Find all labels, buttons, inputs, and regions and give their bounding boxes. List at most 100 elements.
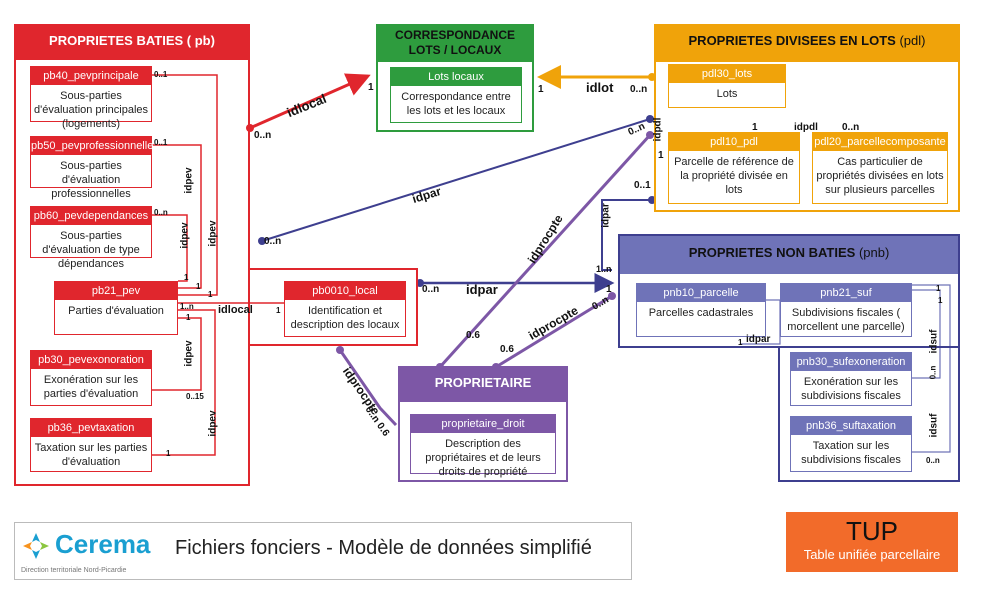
table-name: pnb10_parcelle xyxy=(637,284,765,302)
cardinality: 0..n xyxy=(254,130,272,141)
table-name: pb0010_local xyxy=(285,282,405,300)
cardinality: 0..n xyxy=(264,236,282,247)
table-pnb30[interactable]: pnb30_sufexoneration Exonération sur les… xyxy=(790,352,912,406)
cardinality: 1 xyxy=(538,84,544,95)
table-desc: Subdivisions fiscales ( morcellent une p… xyxy=(787,307,905,333)
table-pdl20[interactable]: pdl20_parcellecomposante Cas particulier… xyxy=(812,132,948,204)
cardinality: 1..n xyxy=(180,302,194,311)
label-idpdl-vertical: idpdl xyxy=(652,117,664,142)
tup-subtitle: Table unifiée parcellaire xyxy=(803,547,941,562)
table-pnb21[interactable]: pnb21_suf Subdivisions fiscales ( morcel… xyxy=(780,283,912,337)
cardinality: 1 xyxy=(166,449,171,458)
table-pb36[interactable]: pb36_pevtaxation Taxation sur les partie… xyxy=(30,418,152,472)
table-name: pb30_pevexonoration xyxy=(31,351,151,369)
group-pnb-title-light: (pnb) xyxy=(858,245,890,260)
table-pdl30[interactable]: pdl30_lots Lots xyxy=(668,64,786,108)
group-pdl-title-bold: PROPRIETES DIVISEES EN LOTS xyxy=(688,33,896,48)
label-idsuf-2: idsuf xyxy=(928,413,940,438)
cardinality: 0..1 xyxy=(634,180,651,191)
label-idpdl: idpdl xyxy=(794,122,818,133)
table-desc: Taxation sur les subdivisions fiscales xyxy=(801,440,901,466)
cardinality: 1 xyxy=(738,338,743,347)
group-pnb-header xyxy=(620,236,958,274)
label-idpev-3: idpev xyxy=(179,222,191,249)
cerema-logo-icon xyxy=(23,533,49,559)
table-name: proprietaire_droit xyxy=(411,415,555,433)
table-desc: Parcelles cadastrales xyxy=(648,307,754,319)
table-pb21[interactable]: pb21_pev Parties d'évaluation xyxy=(54,281,178,335)
cerema-logo xyxy=(21,531,51,561)
table-name: pb36_pevtaxation xyxy=(31,419,151,437)
table-pdl10[interactable]: pdl10_pdl Parcelle de référence de la pr… xyxy=(668,132,800,204)
table-name: pnb21_suf xyxy=(781,284,911,302)
cardinality: 1 xyxy=(606,284,612,295)
cardinality: 0.6 xyxy=(500,344,514,355)
group-corr-title-line1: CORRESPONDANCE xyxy=(394,28,515,42)
cardinality: 0..n xyxy=(928,365,938,380)
table-pb0010[interactable]: pb0010_local Identification et descripti… xyxy=(284,281,406,337)
label-idpev-5: idpev xyxy=(207,410,219,437)
table-name: pb40_pevprincipale xyxy=(31,67,151,85)
cardinality: 1 xyxy=(938,296,943,305)
table-desc: Parties d'évaluation xyxy=(68,305,164,317)
cardinality: 1 xyxy=(208,290,213,299)
tup-badge: TUP Table unifiée parcellaire xyxy=(786,512,958,572)
cardinality: 0..15 xyxy=(186,392,204,401)
table-desc: Sous-parties d'évaluation principales (l… xyxy=(34,90,149,130)
cardinality: 1 xyxy=(752,122,758,133)
cardinality: 0..1 xyxy=(154,138,168,147)
group-proprietes-non-baties xyxy=(618,234,960,348)
table-desc: Description des propriétaires et de leur… xyxy=(425,438,541,478)
table-desc: Taxation sur les parties d'évaluation xyxy=(34,442,148,468)
table-desc: Exonération sur les subdivisions fiscale… xyxy=(801,376,901,402)
label-idpev-2: idpev xyxy=(207,220,219,247)
table-pb50[interactable]: pb50_pevprofessionnelle Sous-parties d'é… xyxy=(30,136,153,200)
brand-name: Cerema xyxy=(55,529,151,559)
group-pb-title: PROPRIETES BATIES ( pb) xyxy=(49,33,215,48)
cardinality: 0..n xyxy=(422,284,440,295)
table-pb60[interactable]: pb60_pevdependances Sous-parties d'évalu… xyxy=(30,206,152,270)
label-idpar-horizontal: idpar xyxy=(466,282,498,297)
table-name: pdl30_lots xyxy=(669,65,785,83)
table-lots-locaux[interactable]: Lots locaux Correspondance entre les lot… xyxy=(390,67,522,123)
label-idpev-4: idpev xyxy=(183,340,195,367)
cardinality: 1 xyxy=(368,82,374,93)
footer-title-box: Cerema Direction territoriale Nord-Picar… xyxy=(14,522,632,580)
table-name: pnb30_sufexoneration xyxy=(791,353,911,371)
cardinality: 1 xyxy=(658,150,664,161)
group-pnb-extension xyxy=(778,346,960,482)
cardinality: 1..n xyxy=(596,264,612,274)
table-name: pdl10_pdl xyxy=(669,133,799,151)
group-pnb-title-bold: PROPRIETES NON BATIES xyxy=(688,245,856,260)
table-desc: Lots xyxy=(716,88,738,100)
table-name: pb21_pev xyxy=(55,282,177,300)
table-pnb10[interactable]: pnb10_parcelle Parcelles cadastrales xyxy=(636,283,766,337)
cardinality: 1 xyxy=(936,284,941,293)
tup-title: TUP xyxy=(846,516,898,546)
table-pb30[interactable]: pb30_pevexonoration Exonération sur les … xyxy=(30,350,152,406)
table-name: Lots locaux xyxy=(391,68,521,86)
group-pdl-title-light: (pdl) xyxy=(899,33,926,48)
table-pb40[interactable]: pb40_pevprincipale Sous-parties d'évalua… xyxy=(30,66,152,130)
cardinality: 1 xyxy=(186,313,191,322)
group-corr-title: CORRESPONDANCE LOTS / LOCAUX xyxy=(376,28,534,58)
table-name: pb60_pevdependances xyxy=(31,207,151,225)
table-name: pb50_pevprofessionnelle xyxy=(31,137,153,155)
label-idpar-vertical: idpar xyxy=(600,203,612,228)
table-pnb36[interactable]: pnb36_suftaxation Taxation sur les subdi… xyxy=(790,416,912,472)
cardinality: 1 xyxy=(184,273,189,282)
group-corr-title-line2: LOTS / LOCAUX xyxy=(408,43,502,57)
cardinality: 0.6 xyxy=(466,330,480,341)
cardinality: 0..1 xyxy=(154,70,168,79)
group-pb-extension xyxy=(248,268,418,346)
cardinality: 0..n xyxy=(842,122,860,133)
table-desc: Cas particulier de propriétés divisées e… xyxy=(816,156,944,196)
label-idlocal-pb: idlocal xyxy=(218,304,253,316)
table-desc: Identification et description des locaux xyxy=(290,305,400,331)
table-proprietaire-droit[interactable]: proprietaire_droit Description des propr… xyxy=(410,414,556,478)
brand-subtitle: Direction territoriale Nord-Picardie xyxy=(21,567,127,574)
cardinality: 1 xyxy=(196,282,201,291)
table-desc: Exonération sur les parties d'évaluation xyxy=(43,374,139,400)
table-desc: Sous-parties d'évaluation professionnell… xyxy=(51,160,131,200)
